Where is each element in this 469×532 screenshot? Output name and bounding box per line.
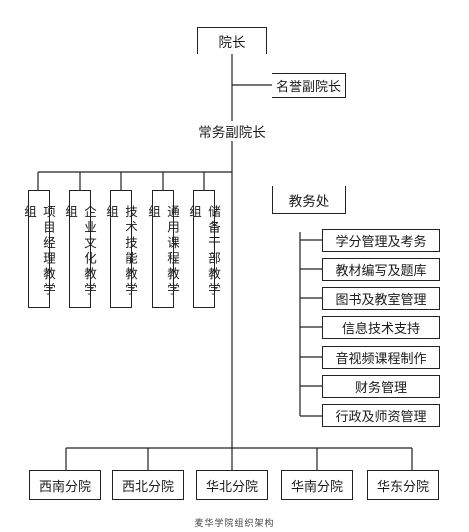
dept-label: 图书及教室管理 bbox=[335, 293, 427, 308]
dept-label: 财务管理 bbox=[354, 381, 407, 396]
branch-label: 西南分院 bbox=[38, 479, 91, 495]
academic-office-label: 教务处 bbox=[288, 193, 330, 210]
teaching-group-label: 项目经理教学组 bbox=[22, 205, 56, 298]
dept-it-support: 信息技术支持 bbox=[322, 316, 440, 339]
dept-admin-faculty: 行政及师资管理 bbox=[322, 404, 440, 427]
branch-label: 华南分院 bbox=[290, 479, 343, 495]
teaching-group-reserve-cadre: 储备干部教学组 bbox=[187, 190, 221, 308]
dept-label: 音视频课程制作 bbox=[335, 352, 427, 367]
teaching-group-general-courses: 通用课程教学组 bbox=[146, 190, 180, 308]
dept-label: 行政及师资管理 bbox=[335, 410, 427, 425]
dept-credit-exams: 学分管理及考务 bbox=[322, 229, 440, 252]
branch-south: 华南分院 bbox=[281, 470, 353, 500]
teaching-group-technical-skills: 技术技能教学组 bbox=[104, 190, 138, 308]
dept-label: 信息技术支持 bbox=[341, 322, 420, 337]
teaching-group-label: 通用课程教学组 bbox=[146, 205, 180, 298]
dept-textbooks-question-bank: 教材编写及题库 bbox=[322, 258, 440, 281]
president-box: 院长 bbox=[197, 27, 267, 54]
teaching-group-label: 企业文化教学组 bbox=[63, 205, 97, 298]
branch-north: 华北分院 bbox=[196, 470, 268, 500]
teaching-group-label: 储备干部教学组 bbox=[187, 205, 221, 298]
teaching-group-project-manager: 项目经理教学组 bbox=[22, 190, 56, 308]
branch-southwest: 西南分院 bbox=[29, 470, 101, 500]
dept-av-production: 音视频课程制作 bbox=[322, 346, 440, 369]
dept-library-classrooms: 图书及教室管理 bbox=[322, 287, 440, 310]
branch-east: 华东分院 bbox=[367, 470, 439, 500]
teaching-group-corporate-culture: 企业文化教学组 bbox=[63, 190, 97, 308]
executive-vp-label: 常务副院长 bbox=[194, 121, 270, 141]
branch-label: 西北分院 bbox=[121, 479, 174, 495]
dept-finance: 财务管理 bbox=[322, 375, 440, 398]
teaching-group-label: 技术技能教学组 bbox=[104, 205, 138, 298]
president-label: 院长 bbox=[218, 35, 246, 51]
branch-label: 华北分院 bbox=[205, 479, 258, 495]
dept-label: 学分管理及考务 bbox=[335, 235, 427, 250]
figure-caption: 麦华学院组织架构 bbox=[194, 519, 275, 529]
dept-label: 教材编写及题库 bbox=[335, 264, 427, 279]
academic-office-box: 教务处 bbox=[272, 186, 346, 214]
branch-label: 华东分院 bbox=[376, 479, 429, 495]
branch-northwest: 西北分院 bbox=[112, 470, 184, 500]
honorary-vp-label: 名誉副院长 bbox=[275, 80, 341, 95]
honorary-vp-box: 名誉副院长 bbox=[272, 73, 346, 98]
